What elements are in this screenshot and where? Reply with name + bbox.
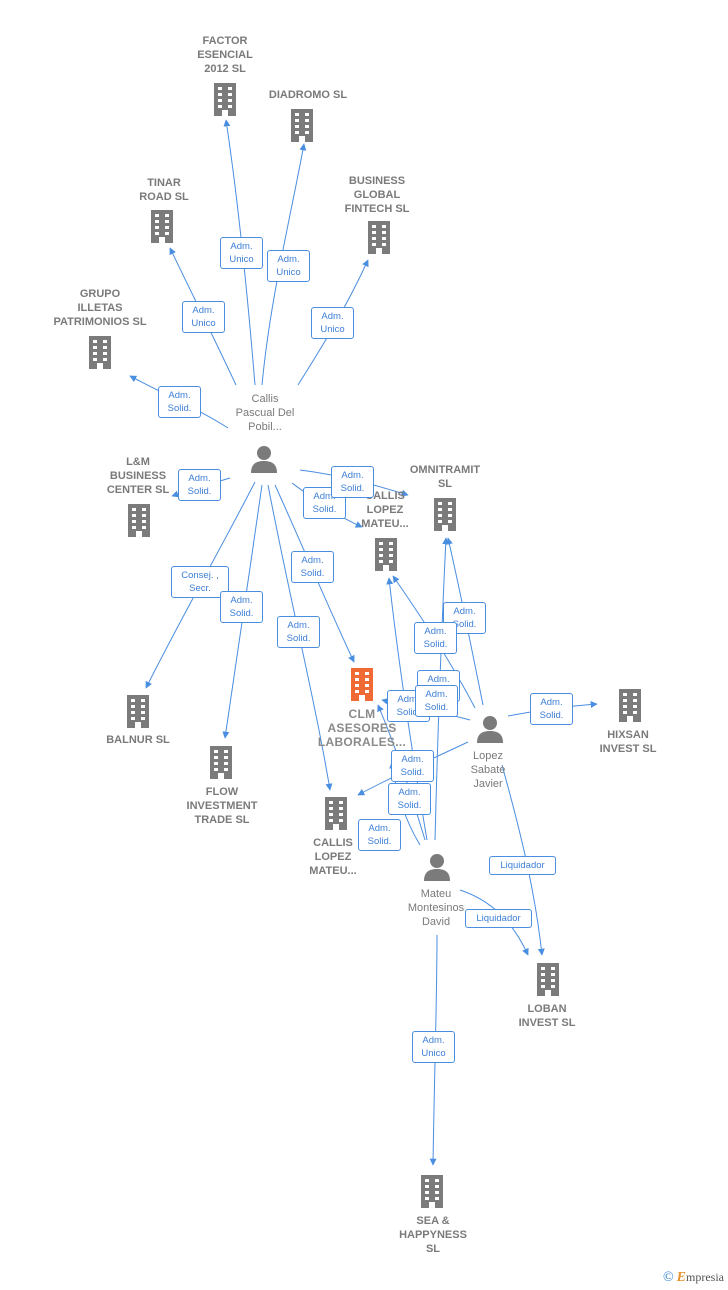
relation-label[interactable]: Adm. Solid. bbox=[530, 693, 573, 725]
company-label: CLM ASESORES LABORALES... bbox=[317, 707, 407, 749]
company-diadromo[interactable]: DIADROMO SL bbox=[258, 88, 358, 144]
empresia-logo: © Empresia bbox=[663, 1270, 724, 1286]
relation-label[interactable]: Adm. Solid. bbox=[331, 466, 374, 498]
company-hixsan[interactable]: HIXSAN INVEST SL bbox=[586, 688, 670, 756]
relation-label[interactable]: Adm. Unico bbox=[220, 237, 263, 269]
person-callis[interactable]: Callis Pascual Del Pobil... bbox=[222, 392, 308, 474]
company-label: FLOW INVESTMENT TRADE SL bbox=[186, 786, 258, 826]
company-label: CALLIS LOPEZ MATEU... bbox=[361, 490, 409, 530]
company-grupo[interactable]: GRUPO ILLETAS PATRIMONIOS SL bbox=[44, 287, 156, 371]
company-callis-lopez-mateu-1[interactable]: CALLIS LOPEZ MATEU... bbox=[352, 489, 418, 573]
company-lm[interactable]: L&M BUSINESS CENTER SL bbox=[96, 455, 180, 539]
company-callis-lopez-mateu-2[interactable]: CALLIS LOPEZ MATEU... bbox=[300, 796, 366, 878]
building-icon bbox=[619, 689, 641, 722]
relation-label[interactable]: Liquidador bbox=[489, 856, 556, 875]
relation-label[interactable]: Adm. Solid. bbox=[388, 783, 431, 815]
company-label: HIXSAN INVEST SL bbox=[599, 729, 657, 755]
relation-label[interactable]: Adm. Solid. bbox=[391, 750, 434, 782]
relation-label[interactable]: Liquidador bbox=[465, 909, 532, 928]
person-label: Callis Pascual Del Pobil... bbox=[235, 393, 295, 433]
company-clm-focus[interactable]: CLM ASESORES LABORALES... bbox=[312, 667, 412, 749]
person-icon bbox=[477, 716, 503, 743]
company-label: BUSINESS GLOBAL FINTECH SL bbox=[344, 175, 410, 215]
building-icon bbox=[325, 797, 347, 830]
company-label: SEA & HAPPYNESS SL bbox=[399, 1215, 467, 1255]
building-icon bbox=[351, 668, 373, 701]
person-icon bbox=[424, 854, 450, 881]
company-flow[interactable]: FLOW INVESTMENT TRADE SL bbox=[176, 745, 268, 827]
building-icon bbox=[537, 963, 559, 996]
person-label: Lopez Sabate Javier bbox=[470, 750, 506, 790]
relation-label[interactable]: Adm. Solid. bbox=[178, 469, 221, 501]
company-label: TINAR ROAD SL bbox=[139, 177, 189, 203]
relation-label[interactable]: Adm. Solid. bbox=[303, 487, 346, 519]
relation-label[interactable]: Adm. Unico bbox=[182, 301, 225, 333]
person-mateu[interactable]: Mateu Montesinos David bbox=[398, 852, 474, 929]
building-icon bbox=[89, 336, 111, 369]
company-label: L&M BUSINESS CENTER SL bbox=[106, 456, 170, 496]
relation-label[interactable]: Adm. Solid. bbox=[277, 616, 320, 648]
relation-label[interactable]: Consej. , Secr. bbox=[171, 566, 229, 598]
company-label: OMNITRAMIT SL bbox=[409, 464, 481, 490]
relation-label[interactable]: Adm. Solid. bbox=[415, 685, 458, 717]
building-icon bbox=[375, 538, 397, 571]
relation-label[interactable]: Adm. Unico bbox=[412, 1031, 455, 1063]
company-omnitramit[interactable]: OMNITRAMIT SL bbox=[400, 463, 490, 533]
person-icon bbox=[251, 446, 277, 473]
building-icon bbox=[291, 109, 313, 142]
company-label: LOBAN INVEST SL bbox=[518, 1003, 576, 1029]
company-factor[interactable]: FACTOR ESENCIAL 2012 SL bbox=[183, 34, 267, 118]
company-label: FACTOR ESENCIAL 2012 SL bbox=[197, 35, 253, 75]
building-icon bbox=[151, 210, 173, 243]
building-icon bbox=[421, 1175, 443, 1208]
company-sea[interactable]: SEA & HAPPYNESS SL bbox=[388, 1174, 478, 1256]
person-lopez[interactable]: Lopez Sabate Javier bbox=[456, 714, 520, 791]
relation-label[interactable]: Adm. Unico bbox=[311, 307, 354, 339]
company-balnur[interactable]: BALNUR SL bbox=[98, 694, 178, 747]
company-label: DIADROMO SL bbox=[268, 89, 348, 101]
company-business[interactable]: BUSINESS GLOBAL FINTECH SL bbox=[332, 174, 422, 256]
relation-label[interactable]: Adm. Solid. bbox=[291, 551, 334, 583]
building-icon bbox=[368, 221, 390, 254]
relation-label[interactable]: Adm. Solid. bbox=[358, 819, 401, 851]
company-label: CALLIS LOPEZ MATEU... bbox=[309, 837, 357, 877]
relation-label[interactable]: Adm. Solid. bbox=[220, 591, 263, 623]
person-label: Mateu Montesinos David bbox=[407, 888, 465, 928]
company-label: BALNUR SL bbox=[106, 734, 170, 746]
brand-initial: E bbox=[676, 1270, 686, 1285]
relation-label[interactable]: Adm. Unico bbox=[267, 250, 310, 282]
building-icon bbox=[214, 83, 236, 116]
company-loban[interactable]: LOBAN INVEST SL bbox=[508, 962, 586, 1030]
building-icon bbox=[128, 504, 150, 537]
relation-label[interactable]: Adm. Solid. bbox=[414, 622, 457, 654]
company-tinar[interactable]: TINAR ROAD SL bbox=[128, 176, 200, 245]
building-icon bbox=[434, 498, 456, 531]
brand-name: mpresia bbox=[686, 1270, 724, 1284]
building-icon bbox=[210, 746, 232, 779]
copyright-icon: © bbox=[663, 1270, 674, 1285]
relation-label[interactable]: Adm. Solid. bbox=[158, 386, 201, 418]
company-label: GRUPO ILLETAS PATRIMONIOS SL bbox=[53, 288, 147, 328]
building-icon bbox=[127, 695, 149, 728]
